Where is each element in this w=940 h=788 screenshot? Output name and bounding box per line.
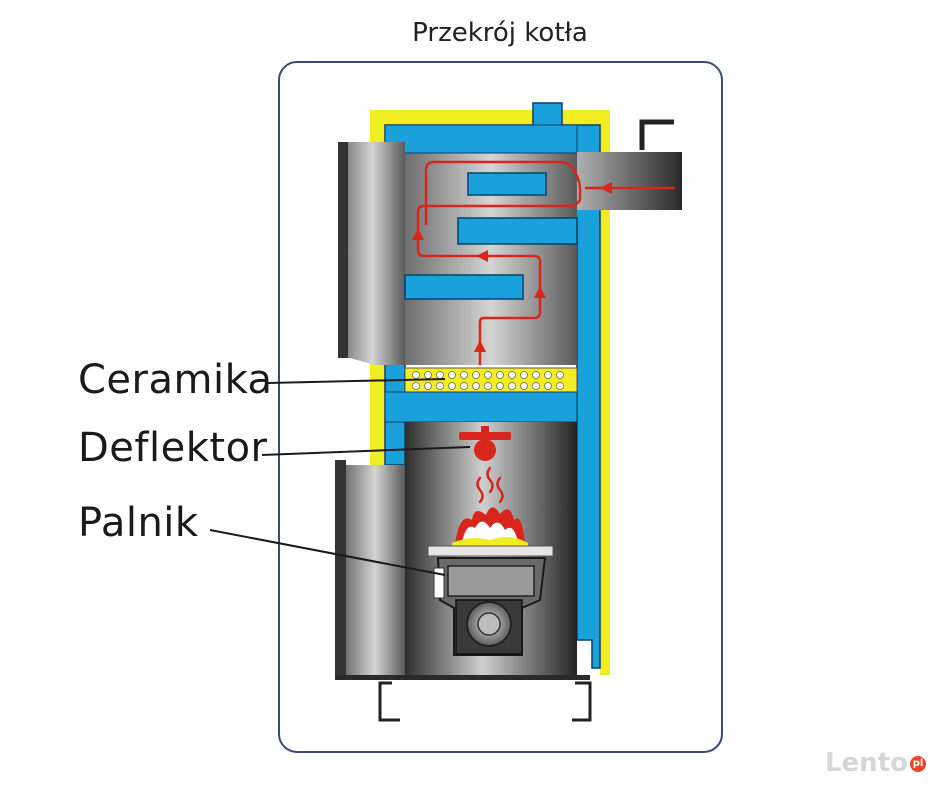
leader-deflektor xyxy=(261,446,471,456)
watermark-badge: pl xyxy=(910,755,926,772)
flue-outlet xyxy=(577,152,682,210)
burner-body xyxy=(433,557,547,656)
leader-ceramika xyxy=(267,378,446,384)
label-deflektor: Deflektor xyxy=(78,425,268,471)
burner-flame xyxy=(452,507,528,548)
baffle-top xyxy=(467,172,547,196)
watermark-text: Lento xyxy=(824,748,908,778)
flow-arrows xyxy=(412,182,612,352)
lower-door xyxy=(345,465,405,677)
leader-palnik xyxy=(209,529,446,576)
baffle-lower xyxy=(404,274,524,300)
flue-pipe-hook xyxy=(639,119,674,150)
baffle-middle xyxy=(457,217,578,245)
diagram-title: Przekrój kotła xyxy=(412,18,588,48)
label-ceramika: Ceramika xyxy=(78,357,273,403)
burner-plate xyxy=(427,545,554,557)
ceramic-holes xyxy=(412,371,564,390)
upper-door xyxy=(340,142,405,365)
deflector-shape xyxy=(459,426,511,461)
boiler-legs xyxy=(378,681,592,722)
heat-wisps xyxy=(476,466,504,504)
label-palnik: Palnik xyxy=(78,500,199,546)
